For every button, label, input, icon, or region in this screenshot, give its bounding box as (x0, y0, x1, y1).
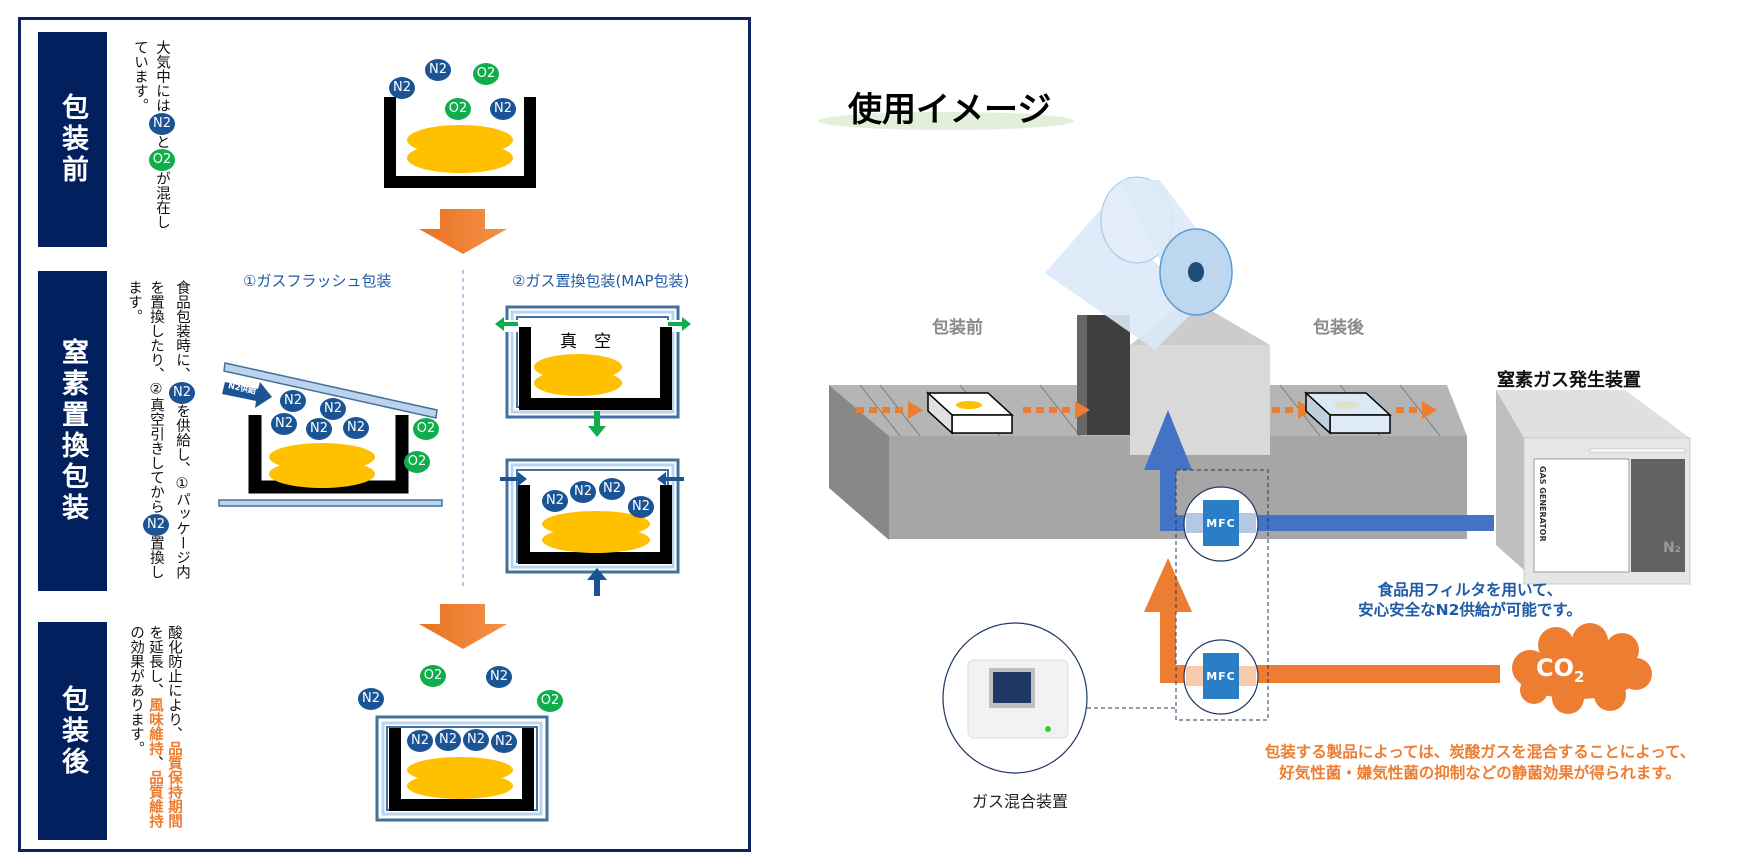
o2-molecule-icon: O2 (420, 665, 446, 687)
text-part: 置換します。 (126, 280, 164, 579)
n2-molecule-icon: N2 (628, 496, 654, 518)
n2-molecule-icon: N2 (486, 666, 512, 688)
flow-arrows (856, 401, 1437, 419)
o2-molecule-icon: O2 (537, 690, 563, 712)
tray-after-packaging (1304, 391, 1392, 435)
packaging-machine (1045, 176, 1270, 455)
n2-molecule-icon: N2 (407, 730, 433, 752)
n2-molecule-icon: N2 (542, 490, 568, 512)
usage-image-title: 使用イメージ (848, 90, 1052, 130)
text-part: 、 (147, 755, 163, 771)
co2-label: CO2 (1536, 654, 1584, 686)
down-arrow-1 (419, 209, 507, 254)
after-packaging-label: 包装後 (1313, 318, 1364, 338)
co2-cloud-icon (1512, 623, 1652, 714)
highlight-text: 風味維持 (147, 697, 163, 756)
vacuum-arrow-right (668, 317, 691, 331)
method-gas-flush-title: ①ガスフラッシュ包装 (243, 272, 392, 290)
gas-mixer-caption: ガス混合装置 (972, 792, 1069, 811)
stage-label-after: 包装後 (38, 622, 107, 840)
n2-molecule-icon: N2 (271, 413, 297, 435)
text-part: 食品包装時に、 (174, 280, 190, 382)
vacuum-label: 真 空 (560, 332, 611, 352)
n2-molecule-icon: N2 (143, 513, 169, 536)
packaged-product (375, 715, 549, 822)
map-vacuum-diagram (495, 305, 691, 437)
text-part: の効果があります。 (128, 625, 144, 756)
stage-label-replacement: 窒素置換包装 (38, 271, 107, 591)
n2-molecule-icon: N2 (570, 481, 596, 503)
co2-up-arrow (1144, 558, 1192, 612)
before-packaging-label: 包装前 (932, 318, 983, 338)
title-highlight (818, 112, 1074, 130)
o2-molecule-icon: O2 (445, 98, 471, 120)
text-part: 酸化防止により、 (166, 625, 182, 741)
o2-molecule-icon: O2 (149, 149, 175, 171)
n2-molecule-icon: N2 (320, 398, 346, 420)
n2-molecule-icon: N2 (463, 729, 489, 751)
n2-up-arrow (1144, 410, 1192, 470)
mfc-n2: MFC (1203, 500, 1239, 546)
n2-molecule-icon: N2 (491, 731, 517, 753)
stage-label-before: 包装前 (38, 32, 107, 247)
down-arrow-2 (419, 604, 507, 649)
note-line: 食品用フィルタを用いて、 (1377, 581, 1563, 599)
n2-filter-note: 食品用フィルタを用いて、 安心安全なN2供給が可能です。 (1340, 580, 1600, 620)
co2-mixing-note: 包装する製品によっては、炭酸ガスを混合することによって、 好気性菌・嫌気性菌の抑… (1220, 742, 1740, 784)
o2-molecule-icon: O2 (404, 451, 430, 473)
tray-before (384, 97, 536, 188)
o2-molecule-icon: O2 (413, 418, 439, 440)
n2-molecule-icon: N2 (490, 98, 516, 120)
n2-molecule-icon: N2 (280, 390, 306, 412)
vacuum-arrow-down (588, 411, 606, 437)
mfc-group-outline (1175, 469, 1269, 721)
nitrogen-generator (1496, 390, 1691, 585)
text-part: が混在しています。 (132, 40, 170, 229)
nitrogen-generator-label: 窒素ガス発生装置 (1497, 370, 1641, 391)
map-fill-diagram (500, 458, 684, 596)
highlight-text: 品質維持 (147, 770, 163, 828)
n2-molecule-icon: N2 (425, 59, 451, 81)
co2-subscript: 2 (1574, 667, 1585, 686)
mfc-co2: MFC (1203, 653, 1239, 699)
note-line: 安心安全なN2供給が可能です。 (1358, 601, 1582, 619)
stage-desc-replacement: 食品包装時に、N2を供給し、①パッケージ内を置換したり、②真空引きしてからN2置… (124, 280, 195, 580)
text-part: と (154, 134, 170, 150)
stage-desc-before: 大気中にはN2とO2が混在しています。 (130, 40, 175, 230)
n2-molecule-icon: N2 (389, 77, 415, 99)
method-map-title: ②ガス置換包装(MAP包装) (512, 272, 690, 290)
text-part: を供給し、①パッケージ内を置換したり、②真空引きしてから (148, 280, 190, 579)
n2-fill-arrow-up (587, 568, 607, 596)
note-line: 好気性菌・嫌気性菌の抑制などの静菌効果が得られます。 (1279, 764, 1681, 782)
note-line: 包装する製品によっては、炭酸ガスを混合することによって、 (1264, 743, 1696, 761)
n2-molecule-icon: N2 (169, 381, 195, 404)
highlight-text: 品質保持期間 (166, 741, 182, 828)
text-part: 大気中には (154, 40, 170, 113)
co2-text: CO (1536, 654, 1575, 682)
stage-desc-after: 酸化防止により、品質保持期間 を延長し、風味維持、品質維持の効果があります。 (126, 625, 183, 835)
gas-flush-diagram (218, 362, 443, 507)
text-part: を延長し、 (147, 625, 163, 698)
process-panel (18, 17, 751, 852)
generator-panel-text: GAS GENERATOR (1538, 466, 1547, 542)
n2-molecule-icon: N2 (343, 417, 369, 439)
generator-n2-badge: N₂ (1663, 540, 1681, 556)
n2-molecule-icon: N2 (435, 729, 461, 751)
n2-molecule-icon: N2 (149, 112, 175, 135)
n2-molecule-icon: N2 (306, 418, 332, 440)
n2-molecule-icon: N2 (358, 688, 384, 710)
o2-molecule-icon: O2 (473, 63, 499, 85)
n2-molecule-icon: N2 (599, 478, 625, 500)
vacuum-arrow-left (495, 317, 518, 331)
tray-before-packaging (926, 391, 1014, 435)
